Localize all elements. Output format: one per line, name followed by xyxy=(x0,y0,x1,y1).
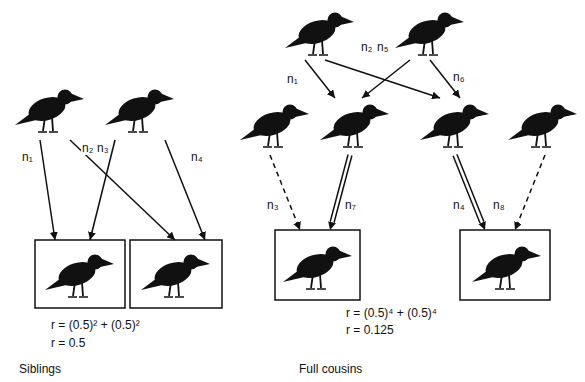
offspring-bird xyxy=(472,247,541,290)
panel-title: Full cousins xyxy=(298,362,363,376)
gene-path-label: n₂ xyxy=(360,40,373,54)
parent-bird xyxy=(240,105,309,148)
gene-arrows xyxy=(270,60,545,230)
offspring-box xyxy=(35,240,125,308)
offspring-bird xyxy=(45,255,114,298)
panel-title: Siblings xyxy=(18,362,62,376)
relatedness-value: r = 0.125 xyxy=(345,323,395,337)
offspring-bird xyxy=(283,247,352,290)
gene-arrows xyxy=(40,140,205,240)
grandparent-bird xyxy=(395,13,464,56)
parent-bird xyxy=(105,90,174,133)
parent-bird xyxy=(320,105,389,148)
gene-path-label: n₂ xyxy=(81,141,94,155)
relatedness-value: r = 0.5 xyxy=(50,336,86,350)
gene-path-label: n₇ xyxy=(344,198,357,212)
parent-bird xyxy=(420,105,489,148)
grandparent-bird xyxy=(285,13,354,56)
gene-path-label: n₄ xyxy=(190,150,204,164)
gene-path-label: n₈ xyxy=(492,198,506,212)
gene-path-label: n₃ xyxy=(266,198,280,212)
gene-path-label: n₅ xyxy=(376,40,390,54)
gene-path-label: n₁ xyxy=(286,72,299,86)
gene-path-label: n₃ xyxy=(96,141,110,155)
offspring-box xyxy=(460,230,550,300)
offspring-bird xyxy=(141,255,210,298)
offspring-box xyxy=(130,240,222,308)
relatedness-formula: r = (0.5)² + (0.5)² xyxy=(50,318,141,332)
gene-path-label: n₁ xyxy=(21,150,34,164)
relatedness-formula: r = (0.5)⁴ + (0.5)⁴ xyxy=(345,306,438,320)
gene-path-label: n₄ xyxy=(452,198,466,212)
offspring-box xyxy=(275,230,360,300)
parent-bird xyxy=(508,105,577,148)
gene-path-label: n₆ xyxy=(452,70,466,84)
parent-bird xyxy=(15,90,84,133)
